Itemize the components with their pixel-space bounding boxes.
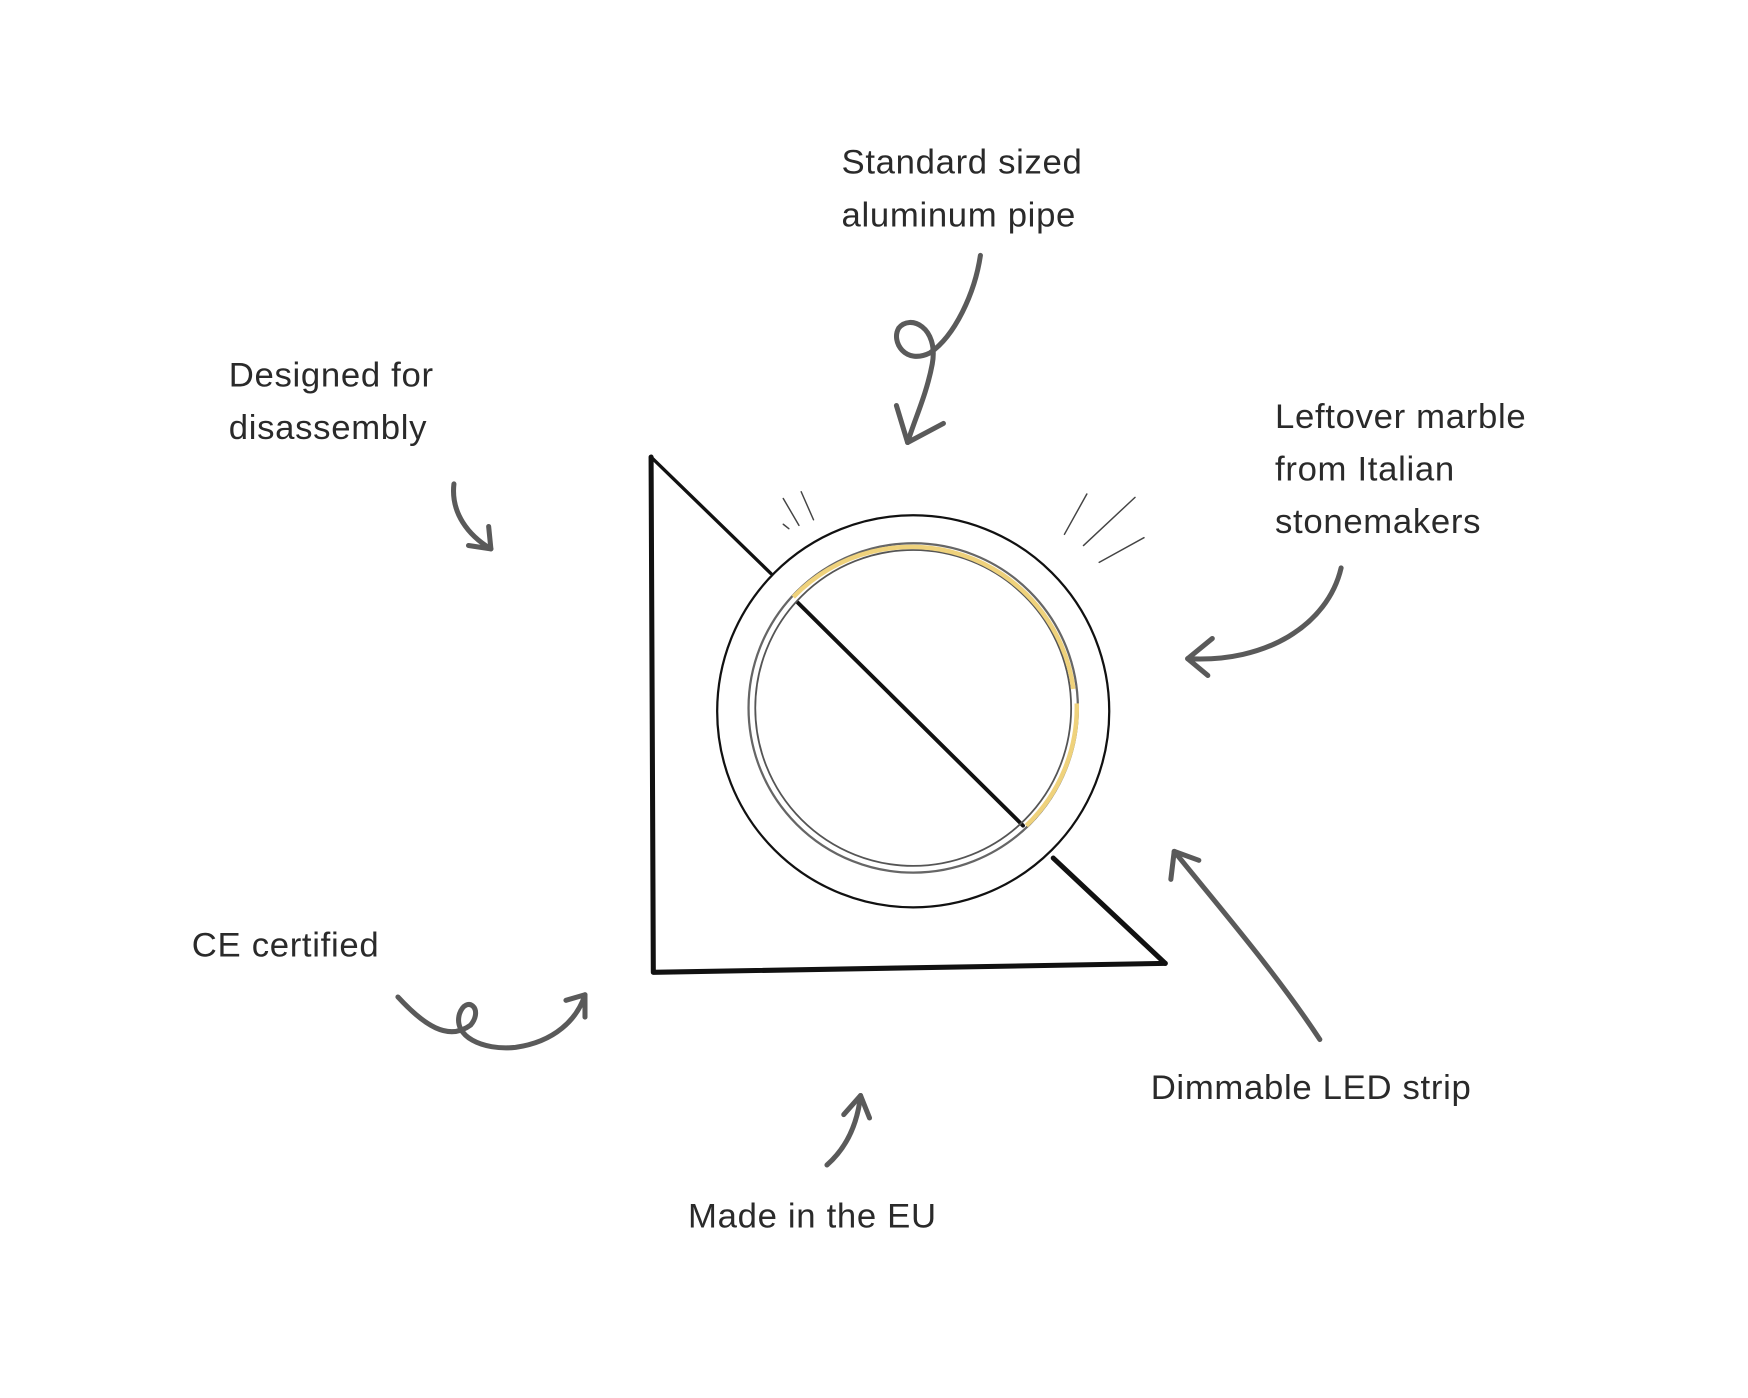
arrow-eu xyxy=(824,1093,873,1168)
marble-triangle-base xyxy=(648,454,1168,975)
aluminum-pipe-outer xyxy=(716,514,1111,909)
arrow-marble xyxy=(1185,565,1344,678)
label-marble-line2: from Italian xyxy=(1275,451,1455,489)
label-disassembly-line1: Designed for xyxy=(229,356,434,394)
arrow-led xyxy=(1168,848,1323,1043)
led-strip-glow-lower xyxy=(1024,703,1079,828)
led-ring-inner xyxy=(754,549,1073,867)
label-marble-line1: Leftover marble xyxy=(1275,398,1526,436)
arrow-ce xyxy=(395,992,588,1051)
triangle-hypotenuse-upper xyxy=(649,455,773,576)
label-marble-line3: stonemakers xyxy=(1275,503,1481,541)
label-led: Dimmable LED strip xyxy=(1151,1069,1472,1107)
arrow-disassembly xyxy=(451,481,494,552)
arrow-pipe xyxy=(893,252,983,445)
label-marble: Leftover marble from Italian stonemakers xyxy=(1275,398,1537,541)
label-pipe-line1: Standard sized xyxy=(842,144,1083,182)
light-rays-right xyxy=(1063,493,1145,564)
label-disassembly: Designed for disassembly xyxy=(229,356,444,447)
triangle-hypotenuse-middle xyxy=(795,600,1025,828)
label-disassembly-line2: disassembly xyxy=(229,409,427,447)
label-pipe: Standard sized aluminum pipe xyxy=(842,144,1093,235)
led-strip-glow-upper xyxy=(791,544,1076,690)
label-ce: CE certified xyxy=(192,927,380,965)
triangle-hypotenuse-lower xyxy=(1050,855,1168,966)
label-pipe-line2: aluminum pipe xyxy=(842,196,1077,234)
light-rays-left xyxy=(782,491,815,530)
label-eu: Made in the EU xyxy=(688,1198,937,1236)
lamp-illustration xyxy=(648,454,1168,975)
